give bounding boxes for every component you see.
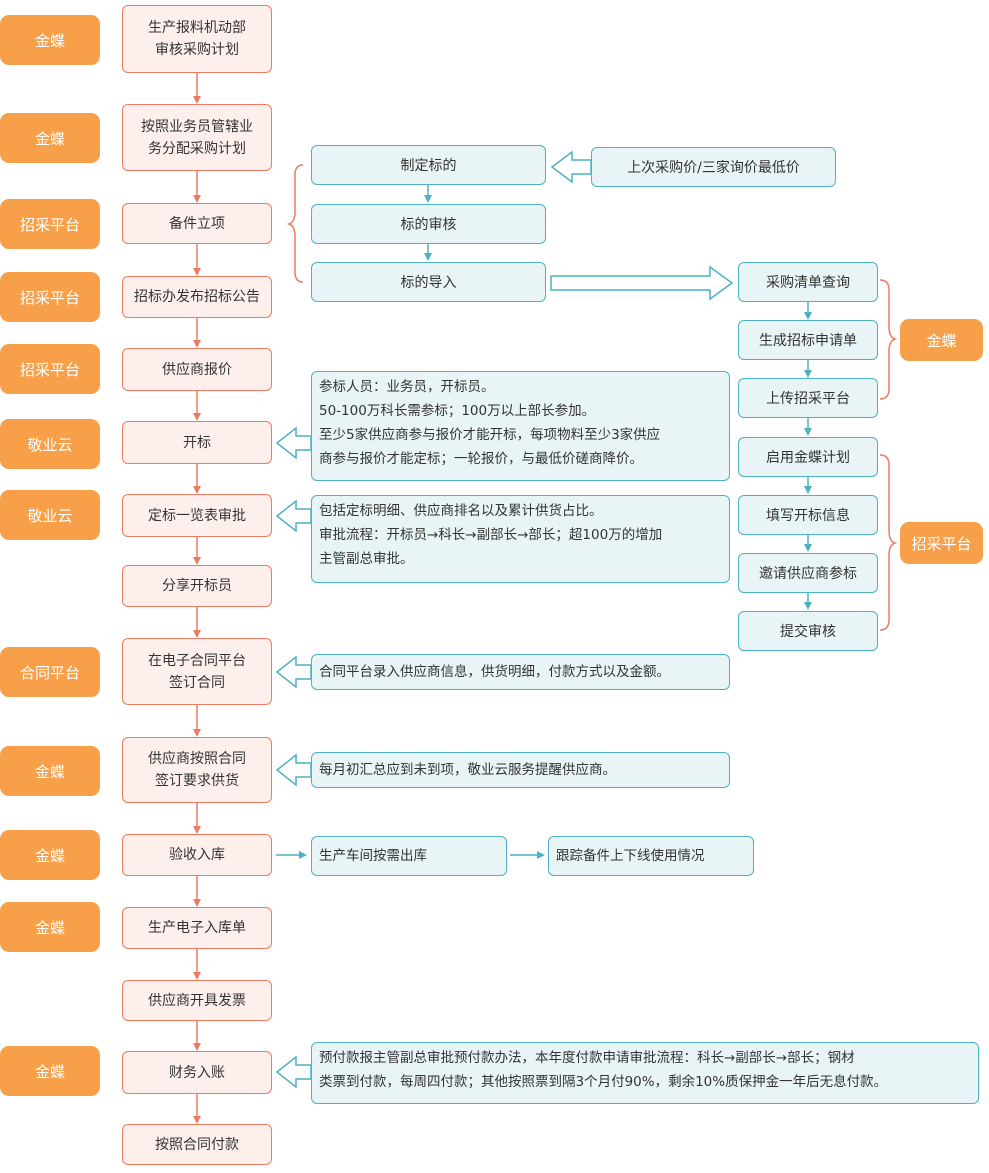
- note-award-approval-flow: 包括定标明细、供应商排名以及累计供货占比。 审批流程：开标员→科长→副部长→部长…: [311, 495, 730, 583]
- step-assign-plan: 按照业务员管辖业 务分配采购计划: [122, 104, 272, 171]
- note-line: 类票到付款，每周四付款；其他按照票到隔3个月付90%，剩余10%质保押金一年后无…: [319, 1074, 888, 1090]
- system-tag-kingdee: 金蝶: [0, 830, 100, 880]
- system-tag-procurement-platform: 招采平台: [0, 199, 100, 249]
- note-payment-terms: 预付款报主管副总审批预付款办法，本年度付款申请审批流程：科长→副部长→部长；钢材…: [311, 1042, 979, 1104]
- step-line: 审核采购计划: [155, 42, 239, 58]
- note-line: 每月初汇总应到未到项，敬业云服务提醒供应商。: [319, 762, 616, 778]
- system-tag-procurement-right: 招采平台: [900, 522, 983, 564]
- step-submit-review: 提交审核: [738, 611, 878, 651]
- reference-price: 上次采购价/三家询价最低价: [591, 147, 836, 187]
- note-line: 跟踪备件上下线使用情况: [556, 848, 705, 864]
- step-tender-announcement: 招标办发布招标公告: [122, 276, 272, 318]
- step-award-approval: 定标一览表审批: [122, 494, 272, 537]
- step-invite-suppliers: 邀请供应商参标: [738, 553, 878, 593]
- step-line: 签订要求供货: [155, 773, 239, 789]
- step-supplier-quote: 供应商报价: [122, 348, 272, 391]
- step-line: 生产报料机动部: [148, 20, 246, 36]
- note-line: 合同平台录入供应商信息，供货明细，付款方式以及金额。: [319, 664, 670, 680]
- note-line: 预付款报主管副总审批预付款办法，本年度付款申请审批流程：科长→副部长→部长；钢材: [319, 1050, 855, 1066]
- step-receiving: 验收入库: [122, 834, 272, 876]
- step-supplier-invoice: 供应商开具发票: [122, 980, 272, 1021]
- step-receipt-document: 生产电子入库单: [122, 907, 272, 949]
- note-line: 包括定标明细、供应商排名以及累计供货占比。: [319, 503, 603, 519]
- system-tag-kingdee: 金蝶: [0, 15, 100, 65]
- step-line: 按照业务员管辖业: [141, 118, 253, 135]
- note-track-usage: 跟踪备件上下线使用情况: [548, 836, 754, 876]
- step-bid-opening: 开标: [122, 421, 272, 464]
- step-fill-bid-info: 填写开标信息: [738, 495, 878, 535]
- step-upload-platform: 上传招采平台: [738, 378, 878, 418]
- system-tag-contract-platform: 合同平台: [0, 647, 100, 697]
- note-line: 至少5家供应商参与报价才能开标，每项物料至少3家供应: [319, 427, 661, 443]
- system-tag-kingdee-right: 金蝶: [900, 319, 983, 361]
- note-line: 审批流程：开标员→科长→副部长→部长；超100万的增加: [319, 527, 663, 543]
- step-finance-posting: 财务入账: [122, 1051, 272, 1094]
- note-line: 商参与报价才能定标；一轮报价，与最低价磋商降价。: [319, 451, 643, 467]
- system-tag-procurement-platform: 招采平台: [0, 272, 100, 322]
- step-spare-parts-project: 备件立项: [122, 203, 272, 244]
- step-line: 供应商按照合同: [148, 751, 246, 767]
- system-tag-procurement-platform: 招采平台: [0, 344, 100, 394]
- system-tag-jingyeyun: 敬业云: [0, 490, 100, 540]
- blue-flow-arrows: [276, 185, 812, 859]
- system-tag-kingdee: 金蝶: [0, 746, 100, 796]
- system-tag-jingyeyun: 敬业云: [0, 419, 100, 469]
- step-share-bid-opener: 分享开标员: [122, 565, 272, 607]
- note-line: 50-100万科长需参标；100万以上部长参加。: [319, 403, 596, 419]
- note-contract-entry: 合同平台录入供应商信息，供货明细，付款方式以及金额。: [311, 654, 730, 690]
- step-line: 签订合同: [169, 674, 225, 691]
- note-monthly-reminder: 每月初汇总应到未到项，敬业云服务提醒供应商。: [311, 752, 730, 788]
- step-enable-kingdee-plan: 启用金蝶计划: [738, 437, 878, 477]
- step-define-target: 制定标的: [311, 145, 546, 185]
- system-tag-kingdee: 金蝶: [0, 1046, 100, 1096]
- step-line: 在电子合同平台: [148, 652, 246, 669]
- system-tag-kingdee: 金蝶: [0, 902, 100, 952]
- step-production-review: 生产报料机动部 审核采购计划: [122, 5, 272, 73]
- step-target-import: 标的导入: [311, 262, 546, 302]
- step-target-review: 标的审核: [311, 204, 546, 244]
- note-line: 主管副总审批。: [319, 551, 414, 567]
- note-line: 参标人员：业务员，开标员。: [319, 379, 495, 395]
- hollow-arrows: [275, 150, 734, 1089]
- system-tag-kingdee: 金蝶: [0, 113, 100, 163]
- step-line: 务分配采购计划: [148, 140, 246, 157]
- step-pay-per-contract: 按照合同付款: [122, 1124, 272, 1165]
- note-workshop-issue: 生产车间按需出库: [311, 836, 507, 876]
- note-line: 生产车间按需出库: [319, 848, 427, 864]
- step-generate-tender-request: 生成招标申请单: [738, 320, 878, 360]
- note-bid-participants: 参标人员：业务员，开标员。 50-100万科长需参标；100万以上部长参加。 至…: [311, 371, 730, 481]
- braces: [286, 164, 898, 631]
- step-supplier-delivery: 供应商按照合同 签订要求供货: [122, 737, 272, 803]
- step-sign-contract: 在电子合同平台 签订合同: [122, 638, 272, 705]
- step-purchase-list-query: 采购清单查询: [738, 262, 878, 302]
